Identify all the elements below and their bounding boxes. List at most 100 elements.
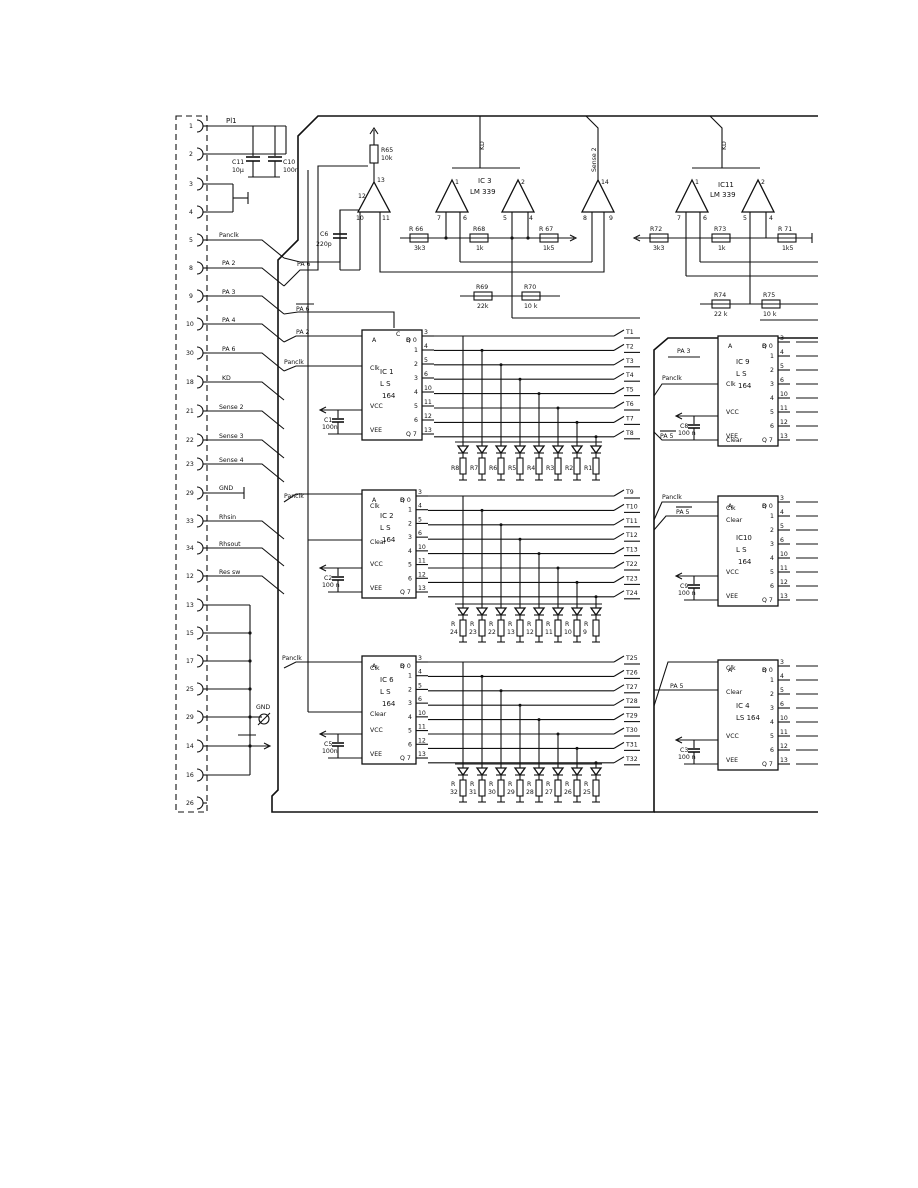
resistor bbox=[535, 619, 543, 637]
led-icon bbox=[475, 767, 489, 777]
switch-contact bbox=[613, 358, 625, 366]
connector-pin-socket bbox=[196, 317, 204, 331]
u1-pin-13: 13 bbox=[377, 177, 385, 184]
ic-name: IC 9 bbox=[736, 358, 750, 366]
output-bit: 2 bbox=[408, 686, 412, 693]
output-bit: 2 bbox=[414, 361, 418, 368]
ic11-name: IC11 bbox=[718, 181, 734, 189]
shift-register-ic1: ABCClkClearVCCVEEQ 0Q 7IC 1L S1643415263… bbox=[318, 329, 434, 732]
test-point-T29: T29 bbox=[625, 713, 638, 720]
ic-body bbox=[361, 655, 417, 765]
test-point-T2: T2 bbox=[625, 343, 634, 350]
pin-clk: Clk bbox=[370, 365, 380, 372]
ic3-type: LM 339 bbox=[470, 188, 496, 196]
ic-family: L S bbox=[380, 524, 391, 532]
switch-contact bbox=[613, 415, 625, 423]
r74-name: R74 bbox=[714, 292, 726, 299]
pin-q7: Q 7 bbox=[406, 431, 417, 438]
r65-name: R65 bbox=[381, 147, 393, 154]
output-bit: 4 bbox=[414, 389, 418, 396]
output-pin-number: 6 bbox=[424, 371, 428, 378]
pin-a: A bbox=[728, 343, 733, 350]
connector-pin-4: 4 bbox=[189, 209, 193, 216]
ic-part: 164 bbox=[382, 392, 396, 400]
cap-name: C8 bbox=[680, 423, 688, 430]
u4-pin-9: 9 bbox=[609, 215, 613, 222]
resistor-prefix: R bbox=[489, 781, 494, 788]
c11-value: 10µ bbox=[232, 167, 244, 174]
test-point-T27: T27 bbox=[625, 684, 638, 691]
led-icon bbox=[551, 607, 565, 617]
connector-pin-socket bbox=[196, 682, 204, 696]
r69-value: 22k bbox=[477, 303, 489, 310]
output-bit: 5 bbox=[770, 409, 774, 416]
ic-family: LS 164 bbox=[736, 714, 760, 722]
output-bit: 5 bbox=[408, 562, 412, 569]
switch-contact bbox=[613, 756, 625, 764]
cap-name: C2 bbox=[324, 575, 332, 582]
resistor bbox=[573, 619, 581, 637]
pin-q7: Q 7 bbox=[762, 761, 773, 768]
resistor-label: 11 bbox=[545, 629, 553, 636]
pin-b: B bbox=[400, 497, 404, 504]
r67-name: R 67 bbox=[539, 226, 553, 233]
output-group-3: T25T26T27T28T29T30T31T32R25R26R27R28R29R… bbox=[428, 655, 640, 803]
output-pin-number: 5 bbox=[780, 523, 784, 530]
test-point-T28: T28 bbox=[625, 698, 638, 705]
sig-sense2: Sense 2 bbox=[219, 404, 244, 411]
ic-part: 164 bbox=[382, 536, 396, 544]
output-bit: 3 bbox=[770, 705, 774, 712]
ic-name: IC 4 bbox=[736, 702, 750, 710]
r70-name: R70 bbox=[524, 284, 536, 291]
led-icon bbox=[532, 767, 546, 777]
pin-vcc: VCC bbox=[726, 733, 739, 740]
pin-b: B bbox=[762, 503, 766, 510]
resistor bbox=[478, 779, 486, 797]
output-pin-number: 12 bbox=[780, 579, 788, 586]
led-icon bbox=[456, 767, 470, 777]
resistor-label: 32 bbox=[450, 789, 458, 796]
resistor bbox=[592, 619, 600, 637]
cap-value: 100 n bbox=[678, 590, 696, 597]
arrow bbox=[318, 406, 327, 414]
output-pin-number: 3 bbox=[780, 659, 784, 666]
ic-part: 164 bbox=[738, 558, 752, 566]
u6-pin-4: 4 bbox=[769, 215, 773, 222]
pin-clk: Clk bbox=[370, 665, 380, 672]
led-icon bbox=[494, 445, 508, 455]
pin-clk: Clk bbox=[726, 381, 736, 388]
output-pin-number: 13 bbox=[780, 593, 788, 600]
connector-pin-socket bbox=[196, 177, 204, 191]
output-pin-number: 4 bbox=[780, 349, 784, 356]
output-bit: 4 bbox=[770, 395, 774, 402]
ic-family: L S bbox=[736, 546, 747, 554]
pin-q7: Q 7 bbox=[762, 597, 773, 604]
ic-part: 164 bbox=[738, 382, 752, 390]
u5-pin-1: 1 bbox=[695, 179, 699, 186]
output-bit: 5 bbox=[408, 728, 412, 735]
lbl-pa5: PA 5 bbox=[670, 683, 684, 690]
output-bit: 4 bbox=[770, 555, 774, 562]
pin-vee: VEE bbox=[370, 585, 382, 592]
connector-pin-socket bbox=[196, 404, 204, 418]
output-bit: 2 bbox=[770, 691, 774, 698]
sig-panclk-3: Panclk bbox=[282, 655, 302, 662]
u1-pin-11: 11 bbox=[382, 215, 390, 222]
resistor-label: R7 bbox=[470, 465, 478, 472]
kd-label: KD bbox=[479, 141, 486, 150]
output-bit: 1 bbox=[408, 673, 412, 680]
r73-name: R73 bbox=[714, 226, 726, 233]
output-pin-number: 12 bbox=[780, 743, 788, 750]
signal-traces: Panclk PA 2 PA 3 PA 4 PA 6 KD Sense 2 Se… bbox=[207, 165, 395, 713]
output-bit: 4 bbox=[770, 719, 774, 726]
connector-pin-8: 8 bbox=[189, 265, 193, 272]
sig-pa6-line: PA 6 bbox=[297, 261, 311, 268]
led-icon bbox=[589, 607, 603, 617]
switch-contact bbox=[613, 489, 625, 497]
output-pin-number: 6 bbox=[780, 701, 784, 708]
resistor-label: R2 bbox=[565, 465, 573, 472]
output-pin-number: 10 bbox=[424, 385, 432, 392]
